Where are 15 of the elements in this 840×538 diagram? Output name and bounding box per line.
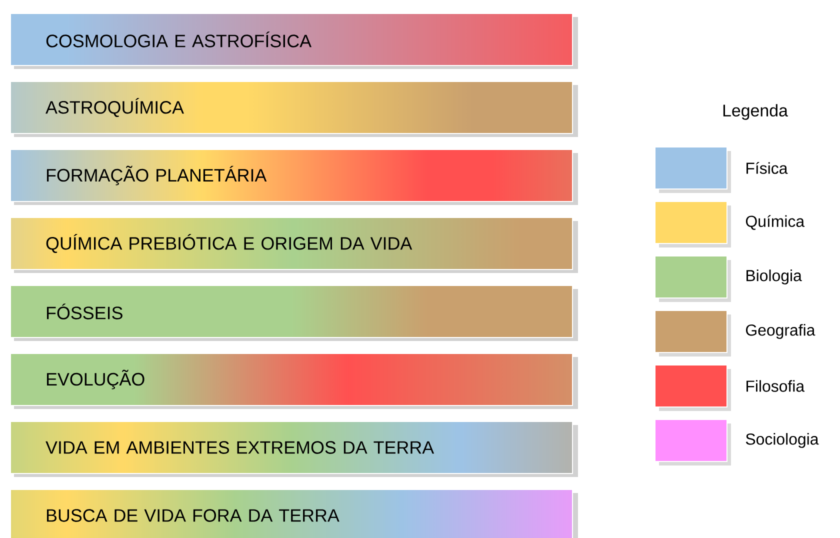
legend-label: Biologia: [746, 270, 802, 284]
topic-bar: VIDA EM AMBIENTES EXTREMOS DA TERRA: [10, 420, 573, 474]
legend-label: Química: [746, 215, 805, 230]
topic-bar: EVOLUÇÃO: [10, 352, 573, 406]
legend-label: Física: [746, 162, 788, 174]
legend-title: Legenda: [723, 104, 788, 120]
topic-bar: ASTROQUÍMICA: [10, 80, 573, 134]
topic-bar: COSMOLOGIA E ASTROFÍSICA: [10, 13, 573, 66]
legend-label: Filosofia: [746, 380, 805, 392]
topic-bar: FÓSSEIS: [10, 284, 573, 338]
topic-bar: FORMAÇÃO PLANETÁRIA: [10, 148, 573, 202]
topic-bar: BUSCA DE VIDA FORA DA TERRA: [10, 488, 573, 538]
legend-label: Sociologia: [746, 433, 819, 448]
legend-label: Geografia: [746, 324, 816, 339]
topic-bar: QUÍMICA PREBIÓTICA E ORIGEM DA VIDA: [10, 216, 573, 270]
